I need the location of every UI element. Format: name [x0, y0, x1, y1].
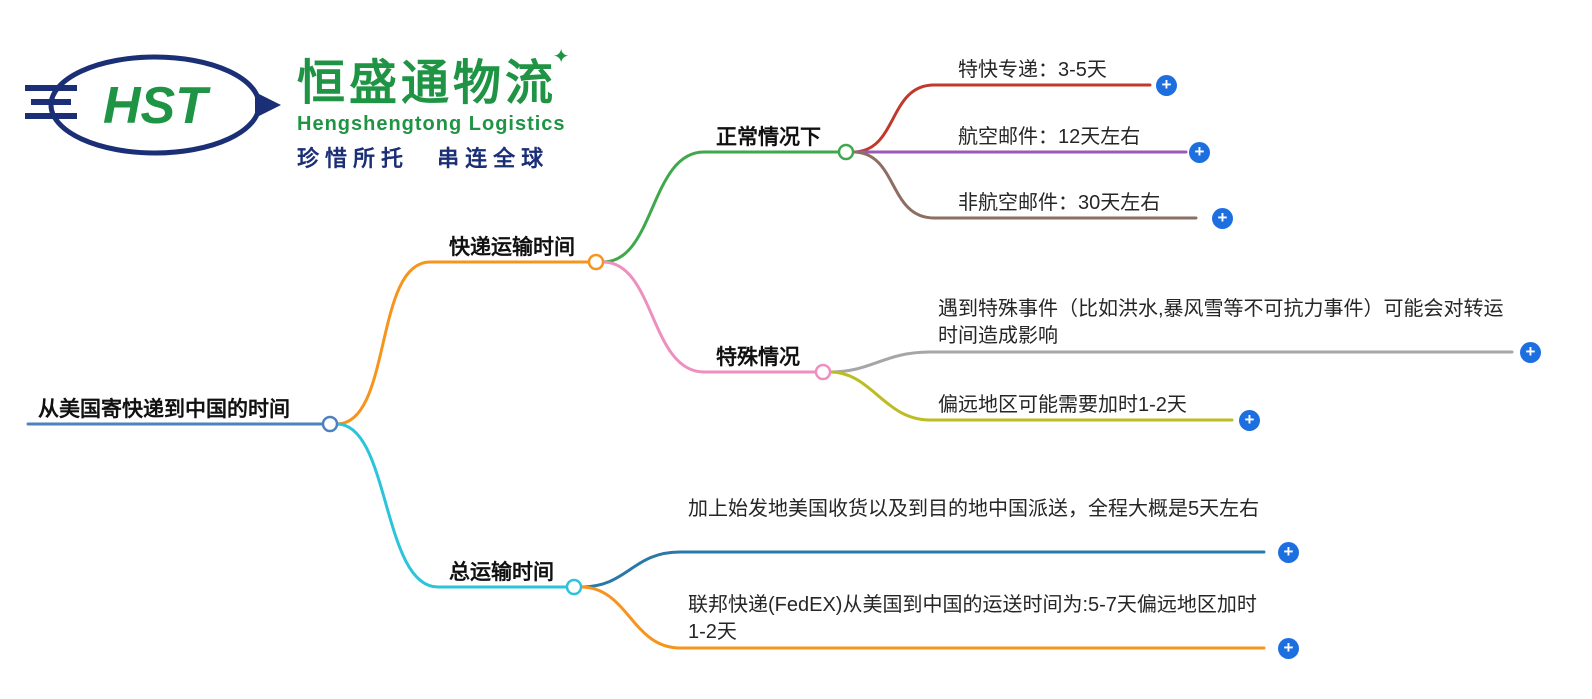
expand-button-remote-area[interactable]: +: [1239, 410, 1260, 431]
edge-to-normal-case: [601, 150, 840, 264]
total-time-connector[interactable]: [565, 578, 583, 596]
edge-root-to-total-time: [335, 422, 568, 589]
expand-button-door-to-door[interactable]: +: [1278, 542, 1299, 563]
logo-acronym: HST: [103, 77, 211, 135]
node-special-case-label[interactable]: 特殊情况: [716, 346, 800, 369]
logo-company-name-cn: 恒盛通物流: [297, 57, 558, 110]
edge-to-special-events: [828, 350, 1514, 374]
hst-logo-mark: HST: [25, 54, 281, 156]
expand-button-special-events[interactable]: +: [1520, 342, 1541, 363]
root-node-connector[interactable]: [321, 415, 339, 433]
edge-to-door-to-door: [579, 550, 1266, 589]
sparkle-icon: ✦: [552, 46, 570, 68]
node-normal-case-label[interactable]: 正常情况下: [716, 126, 821, 149]
leaf-remote-area-label[interactable]: 偏远地区可能需要加时1-2天: [938, 394, 1187, 416]
edge-to-fedex: [579, 585, 1266, 650]
branch-express-time-label[interactable]: 快递运输时间: [449, 236, 575, 259]
logo-arrow-icon: [255, 92, 281, 118]
edge-root-to-express-time: [335, 260, 590, 426]
leaf-airmail-label[interactable]: 航空邮件：12天左右: [958, 126, 1141, 148]
leaf-ems-label[interactable]: 特快专递：3-5天: [958, 59, 1107, 81]
edge-to-special-case: [601, 260, 817, 374]
edge-to-ems: [851, 83, 1152, 154]
edge-to-surface-mail: [851, 150, 1198, 220]
normal-case-connector[interactable]: [837, 143, 855, 161]
expand-button-airmail[interactable]: +: [1189, 142, 1210, 163]
special-case-connector[interactable]: [814, 363, 832, 381]
expand-button-ems[interactable]: +: [1156, 75, 1177, 96]
leaf-special-events-label[interactable]: 遇到特殊事件（比如洪水,暴风雪等不可抗力事件）可能会对转运时间造成影响: [938, 298, 1504, 347]
leaf-door-to-door-label[interactable]: 加上始发地美国收货以及到目的地中国派送，全程大概是5天左右: [688, 498, 1260, 520]
logo: HST 恒盛通物流 ✦ Hengshengtong Logistics 珍惜所托…: [25, 46, 570, 173]
branch-total-time-label[interactable]: 总运输时间: [449, 561, 554, 584]
root-node-label[interactable]: 从美国寄快递到中国的时间: [38, 398, 290, 421]
logo-company-name-en: Hengshengtong Logistics: [297, 113, 566, 135]
express-time-connector[interactable]: [587, 253, 605, 271]
expand-button-surface-mail[interactable]: +: [1212, 208, 1233, 229]
expand-button-fedex[interactable]: +: [1278, 638, 1299, 659]
logo-slogan: 珍惜所托 串连全球: [297, 146, 550, 171]
leaf-fedex-label[interactable]: 联邦快递(FedEX)从美国到中国的运送时间为:5-7天偏远地区加时1-2天: [688, 594, 1257, 643]
edge-to-remote-area: [828, 370, 1234, 422]
leaf-surface-mail-label[interactable]: 非航空邮件：30天左右: [958, 192, 1161, 214]
logo-text-block: 恒盛通物流 ✦ Hengshengtong Logistics 珍惜所托 串连全…: [297, 46, 570, 173]
